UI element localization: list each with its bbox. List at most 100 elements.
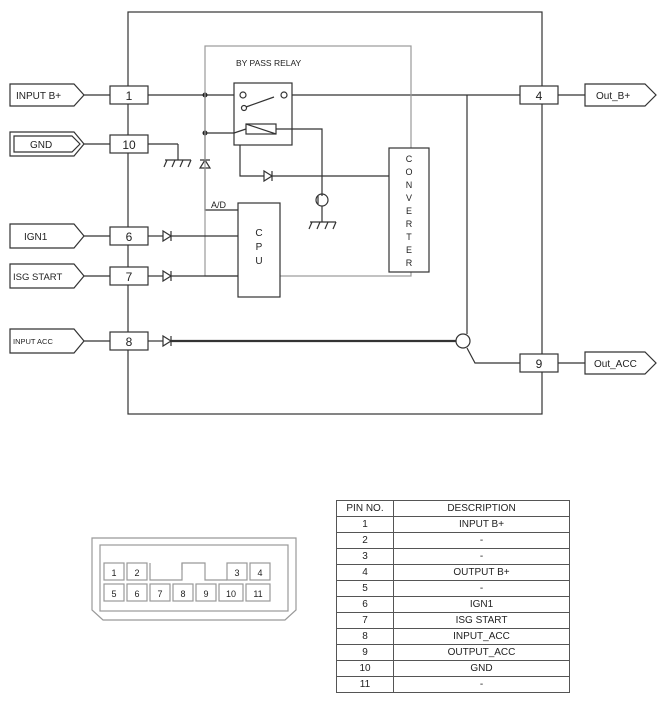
description-cell: ISG START — [393, 612, 570, 629]
input-label-isg-start: ISG START — [13, 272, 62, 283]
cpu-block: A/D C P U — [211, 200, 281, 298]
input-connector-ign1: IGN1 — [9, 223, 85, 249]
pin-number-cell: 6 — [336, 596, 394, 613]
input-label-gnd: GND — [30, 140, 52, 151]
converter-block: C O N V E R T E R — [239, 145, 430, 273]
description-cell: OUTPUT B+ — [393, 564, 570, 581]
connector-pin: 9 — [203, 589, 208, 599]
transistor-icon — [455, 333, 471, 349]
column-header: DESCRIPTION — [393, 500, 570, 517]
pin-box-label: 9 — [536, 357, 543, 371]
pin-box-6: 6 — [109, 226, 149, 246]
pin-box-10: 10 — [109, 134, 149, 154]
ad-label: A/D — [211, 200, 227, 210]
pin-box-label: 4 — [536, 89, 543, 103]
output-connector-out-b: Out_B+ — [584, 83, 657, 107]
relay-driver-transistor — [308, 193, 337, 230]
table-row: 11- — [336, 676, 570, 693]
converter-letter: O — [405, 167, 412, 177]
converter-letter: T — [406, 232, 412, 242]
pin-number-cell: 10 — [336, 660, 394, 677]
description-cell: - — [393, 580, 570, 597]
converter-letter: E — [406, 245, 412, 255]
description-cell: IGN1 — [393, 596, 570, 613]
table-row: 2- — [336, 532, 570, 549]
input-connector-isg-start: ISG START — [9, 263, 85, 289]
pin-number-cell: 3 — [336, 548, 394, 565]
description-cell: GND — [393, 660, 570, 677]
connector-pin: 8 — [180, 589, 185, 599]
table-row: 3- — [336, 548, 570, 565]
input-label-input-acc: INPUT ACC — [13, 337, 53, 346]
input-wires — [84, 94, 110, 342]
ground-icon — [163, 159, 192, 168]
diode-icon — [263, 169, 274, 183]
pin-box-label: 1 — [126, 89, 133, 103]
pin-number-cell: 11 — [336, 676, 394, 693]
converter-letter: E — [406, 206, 412, 216]
connector-face: 1 2 3 4 5 6 7 8 9 10 11 — [91, 537, 297, 621]
pin-number-cell: 1 — [336, 516, 394, 533]
input-label-input-b: INPUT B+ — [16, 91, 61, 102]
connector-pin: 3 — [234, 568, 239, 578]
output-connector-out-acc: Out_ACC — [584, 351, 657, 375]
input-connector-input-acc: INPUT ACC — [9, 328, 85, 354]
diode-icon — [162, 334, 173, 348]
b-plus-bus — [148, 92, 520, 211]
gnd-wire — [148, 143, 192, 168]
pin-number-cell: 9 — [336, 644, 394, 661]
description-cell: INPUT B+ — [393, 516, 570, 533]
diode-icon — [162, 269, 173, 283]
pin-box-9: 9 — [519, 353, 559, 373]
connector-pin: 4 — [257, 568, 262, 578]
input-connector-gnd: GND — [9, 131, 85, 157]
connector-pin: 2 — [134, 568, 139, 578]
connector-pin: 7 — [157, 589, 162, 599]
connector-pin: 11 — [253, 589, 262, 599]
table-row: 5- — [336, 580, 570, 597]
pin-box-label: 10 — [122, 138, 136, 152]
pin-box-4: 4 — [519, 85, 559, 105]
converter-letter: V — [406, 193, 412, 203]
connector-pin: 10 — [226, 589, 236, 599]
connector-pin: 1 — [111, 568, 116, 578]
table-header-row: PIN NO. DESCRIPTION — [336, 500, 570, 517]
pin-box-8: 8 — [109, 331, 149, 351]
pin-box-1: 1 — [109, 85, 149, 105]
diode-icon — [162, 229, 173, 243]
description-cell: - — [393, 676, 570, 693]
relay-contact-icon — [280, 91, 288, 99]
acc-path — [148, 95, 520, 364]
converter-letter: R — [406, 258, 413, 268]
relay-label: BY PASS RELAY — [236, 58, 302, 68]
pin-box-label: 7 — [126, 270, 133, 284]
relay-contact-icon — [239, 91, 247, 99]
description-cell: INPUT_ACC — [393, 628, 570, 645]
pin-box-label: 8 — [126, 335, 133, 349]
input-connector-input-b: INPUT B+ — [9, 83, 85, 107]
pin-number-cell: 8 — [336, 628, 394, 645]
pin-number-cell: 2 — [336, 532, 394, 549]
description-cell: - — [393, 532, 570, 549]
output-label-out-b: Out_B+ — [596, 91, 630, 102]
pin-box-7: 7 — [109, 266, 149, 286]
description-cell: OUTPUT_ACC — [393, 644, 570, 661]
connector-pin: 6 — [134, 589, 139, 599]
output-label-out-acc: Out_ACC — [594, 359, 637, 370]
cpu-letter: U — [255, 256, 262, 267]
pin-number-cell: 7 — [336, 612, 394, 629]
converter-letter: N — [406, 180, 413, 190]
description-cell: - — [393, 548, 570, 565]
cpu-letter: P — [256, 242, 263, 253]
bypass-relay: BY PASS RELAY — [204, 45, 412, 277]
pin-number-cell: 5 — [336, 580, 394, 597]
